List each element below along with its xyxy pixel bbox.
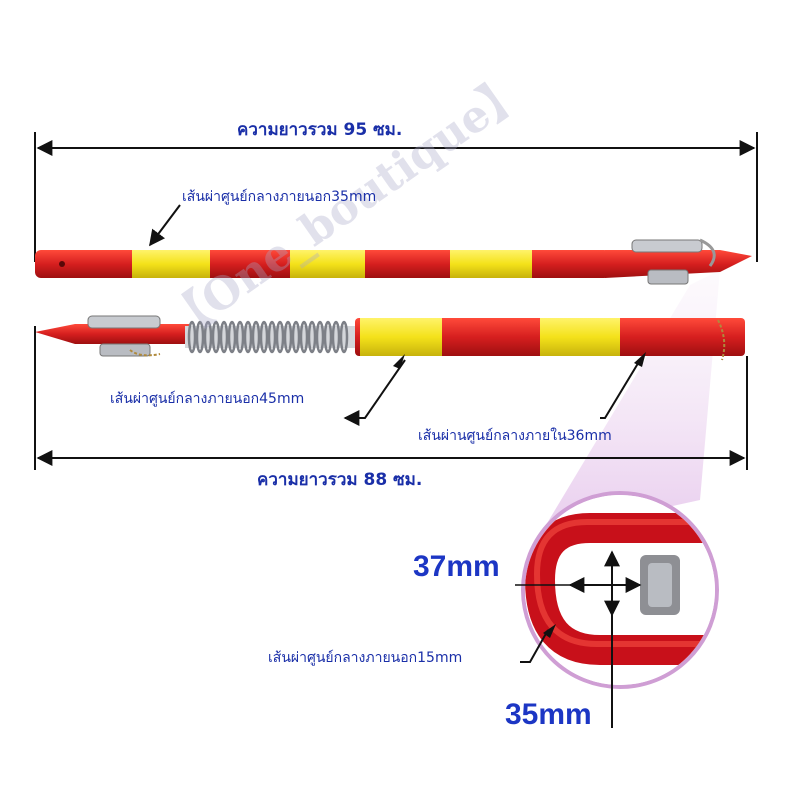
- bottom-dimension-line: [34, 326, 748, 470]
- spring-coil: [291, 320, 301, 354]
- spring-coil: [339, 320, 349, 354]
- spring-coil: [315, 320, 325, 354]
- spring-coil: [243, 320, 253, 354]
- spring-coil: [275, 320, 285, 354]
- spring-coil: [219, 320, 229, 354]
- hook-detail: [515, 491, 719, 728]
- spring-coil: [195, 320, 205, 354]
- hook-height-label: 35mm: [505, 698, 592, 731]
- bottom-total-length-label: ความยาวรวม 88 ซม.: [257, 470, 423, 490]
- top-pole-outer-diameter-label: เส้นผ่าศูนย์กลางภายนอก35mm: [182, 189, 377, 205]
- spring-coil: [307, 320, 317, 354]
- spring-coil: [235, 320, 245, 354]
- top-total-length-label: ความยาวรวม 95 ซม.: [237, 120, 403, 140]
- bottom-pole-outer-diameter-label: เส้นผ่าศูนย์กลางภายนอก45mm: [110, 391, 305, 407]
- spring-coil: [251, 320, 261, 354]
- spring-coil: [267, 320, 277, 354]
- spring-coil: [331, 320, 341, 354]
- spring-coil: [299, 320, 309, 354]
- spring-coil: [283, 320, 293, 354]
- spring-coil: [227, 320, 237, 354]
- hook-outer-diameter-label: เส้นผ่าศูนย์กลางภายนอก15mm: [268, 650, 463, 666]
- bottom-pole: [35, 315, 745, 361]
- spring-coil: [187, 320, 197, 354]
- bottom-pole-inner-diameter-label: เส้นผ่านศูนย์กลางภายใน36mm: [418, 428, 612, 444]
- arrowhead-45mm: [393, 354, 405, 369]
- spring-coil: [203, 320, 213, 354]
- spring-coil: [259, 320, 269, 354]
- spring-coil: [323, 320, 333, 354]
- top-pole: [35, 238, 752, 285]
- spring-coil: [211, 320, 221, 354]
- arrowhead-36mm: [634, 352, 646, 367]
- callout-arrows: [149, 204, 641, 426]
- hook-width-label: 37mm: [413, 550, 500, 583]
- top-dimension-line: [34, 132, 758, 262]
- spring: [187, 320, 349, 354]
